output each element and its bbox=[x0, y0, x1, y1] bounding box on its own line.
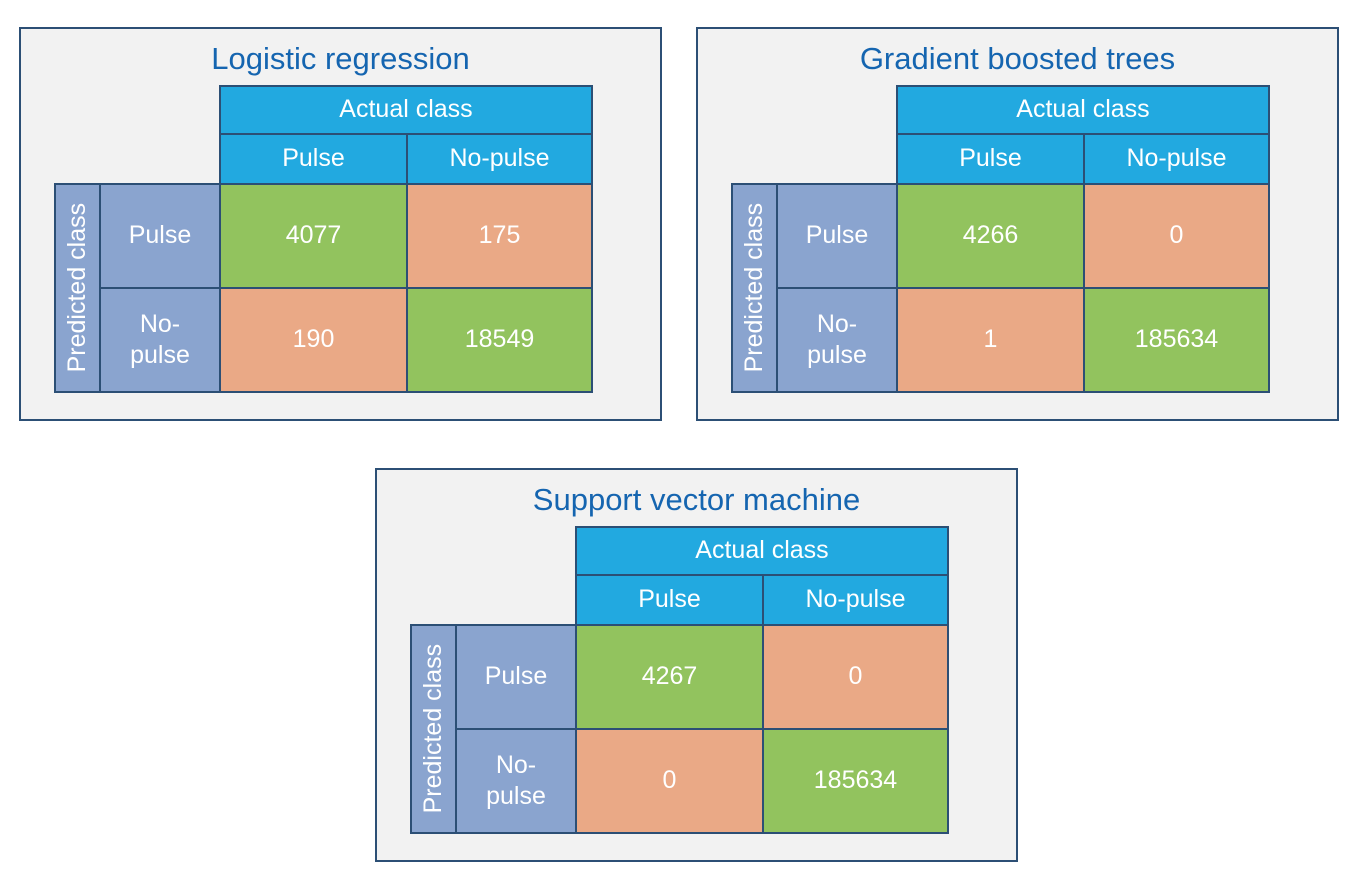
cell-true-positive: 4267 bbox=[575, 624, 764, 730]
predicted-class-header: Predicted class bbox=[54, 183, 101, 393]
row-header-no-pulse: No- pulse bbox=[776, 287, 898, 393]
panel-title: Gradient boosted trees bbox=[859, 41, 1176, 76]
column-header-pulse: Pulse bbox=[896, 133, 1085, 185]
cell-false-negative: 1 bbox=[896, 287, 1085, 393]
cell-true-positive: 4266 bbox=[896, 183, 1085, 289]
row-header-no-pulse-label: No- pulse bbox=[807, 309, 867, 369]
row-header-no-pulse: No- pulse bbox=[99, 287, 221, 393]
cell-true-negative: 185634 bbox=[762, 728, 949, 834]
actual-class-header: Actual class bbox=[575, 526, 949, 576]
cell-false-negative: 190 bbox=[219, 287, 408, 393]
column-header-pulse: Pulse bbox=[575, 574, 764, 626]
matrix-grid: Actual class Pulse No-pulse Predicted cl… bbox=[410, 526, 949, 834]
cell-false-positive: 175 bbox=[406, 183, 593, 289]
panel-title: Support vector machine bbox=[532, 482, 861, 517]
cell-false-positive: 0 bbox=[1083, 183, 1270, 289]
predicted-class-header: Predicted class bbox=[410, 624, 457, 834]
matrix-grid: Actual class Pulse No-pulse Predicted cl… bbox=[54, 85, 593, 393]
column-header-no-pulse: No-pulse bbox=[762, 574, 949, 626]
column-header-pulse: Pulse bbox=[219, 133, 408, 185]
actual-class-header: Actual class bbox=[219, 85, 593, 135]
cell-false-negative: 0 bbox=[575, 728, 764, 834]
predicted-class-label: Predicted class bbox=[62, 203, 91, 373]
panel-title: Logistic regression bbox=[211, 41, 470, 76]
row-header-pulse: Pulse bbox=[455, 624, 577, 730]
predicted-class-header: Predicted class bbox=[731, 183, 778, 393]
cell-true-negative: 185634 bbox=[1083, 287, 1270, 393]
column-header-no-pulse: No-pulse bbox=[406, 133, 593, 185]
row-header-pulse: Pulse bbox=[776, 183, 898, 289]
row-header-no-pulse-label: No- pulse bbox=[486, 750, 546, 810]
cell-false-positive: 0 bbox=[762, 624, 949, 730]
row-header-no-pulse-label: No- pulse bbox=[130, 309, 190, 369]
actual-class-header: Actual class bbox=[896, 85, 1270, 135]
confusion-matrix-support-vector-machine: Support vector machine Actual class Puls… bbox=[375, 468, 1018, 862]
predicted-class-label: Predicted class bbox=[418, 644, 447, 814]
confusion-matrix-gradient-boosted-trees: Gradient boosted trees Actual class Puls… bbox=[696, 27, 1339, 421]
predicted-class-label: Predicted class bbox=[739, 203, 768, 373]
cell-true-positive: 4077 bbox=[219, 183, 408, 289]
row-header-no-pulse: No- pulse bbox=[455, 728, 577, 834]
column-header-no-pulse: No-pulse bbox=[1083, 133, 1270, 185]
confusion-matrix-logistic-regression: Logistic regression Actual class Pulse N… bbox=[19, 27, 662, 421]
matrix-grid: Actual class Pulse No-pulse Predicted cl… bbox=[731, 85, 1270, 393]
row-header-pulse: Pulse bbox=[99, 183, 221, 289]
cell-true-negative: 18549 bbox=[406, 287, 593, 393]
